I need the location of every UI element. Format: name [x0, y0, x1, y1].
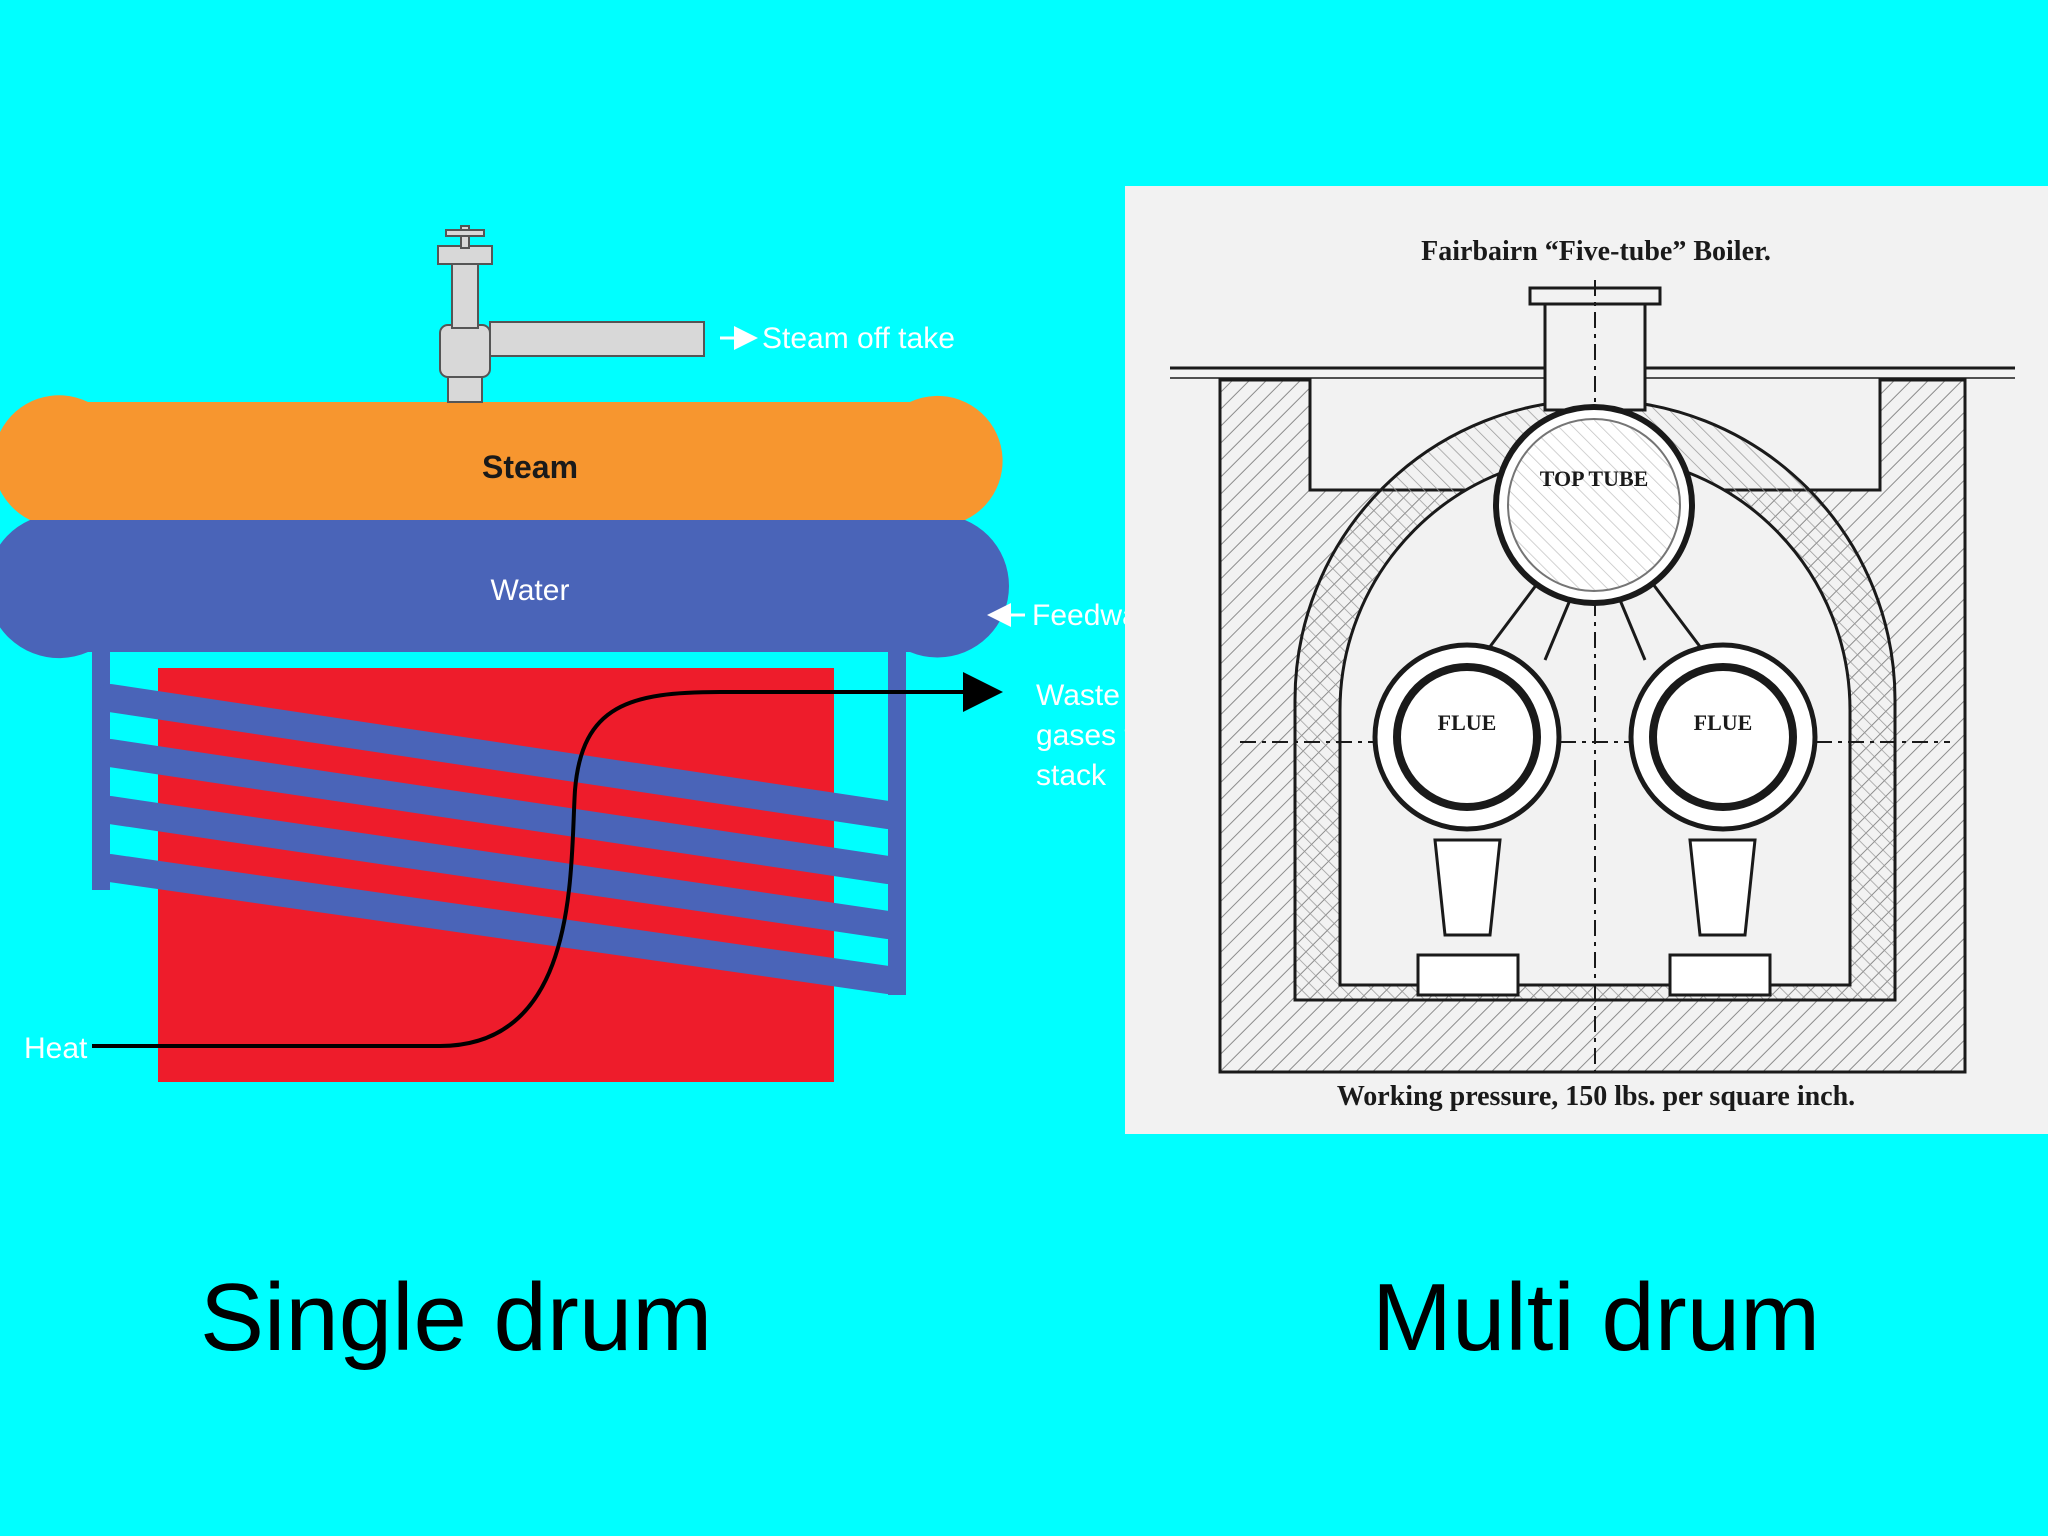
water-space — [0, 520, 1009, 659]
right-flue — [1649, 663, 1797, 811]
waste-gases-label-line1: Waste — [1036, 679, 1120, 712]
steam-off-take-pipe — [489, 321, 705, 357]
heat-label: Heat — [24, 1032, 88, 1065]
steam-valve — [437, 225, 493, 403]
right-flue-label: FLUE — [1694, 710, 1753, 735]
boiler-tubes — [96, 684, 902, 994]
feedwater-nozzle — [958, 604, 976, 626]
plate-title: Fairbairn “Five-tube” Boiler. — [1421, 236, 1771, 267]
single-drum-diagram: Steam off take Steam Water Feedwate Wast… — [0, 225, 1164, 1082]
top-tube-label: TOP TUBE — [1540, 466, 1649, 491]
drum-supports — [1416, 838, 1772, 997]
left-flue-label: FLUE — [1438, 710, 1497, 735]
waste-gases-label-line3: stack — [1036, 759, 1107, 792]
steam-space — [0, 395, 1003, 520]
multi-drum-diagram: Fairbairn “Five-tube” Boiler. — [1125, 186, 2048, 1134]
left-flue — [1393, 663, 1541, 811]
plate-footer: Working pressure, 150 lbs. per square in… — [1337, 1081, 1855, 1112]
multi-drum-caption: Multi drum — [1372, 1264, 1821, 1371]
water-label: Water — [491, 574, 570, 607]
steam-off-take-label: Steam off take — [762, 322, 955, 355]
single-drum-caption: Single drum — [200, 1264, 713, 1371]
steam-label: Steam — [482, 449, 578, 485]
heat-flow-line — [92, 672, 1003, 1048]
